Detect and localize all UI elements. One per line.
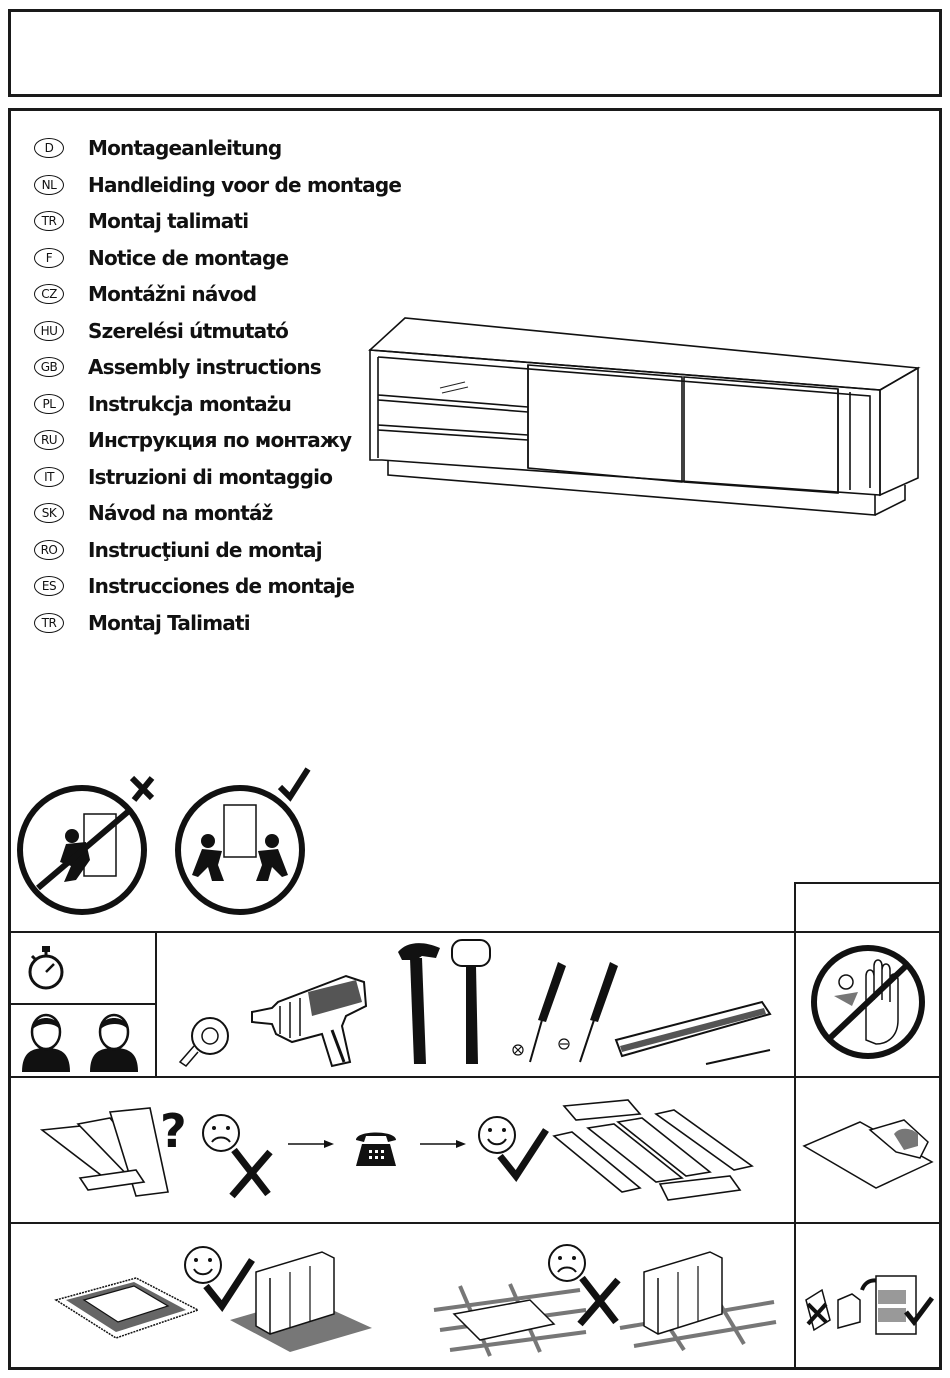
- language-label: Инструкция по монтажу: [88, 428, 352, 453]
- language-code-badge: IT: [34, 466, 64, 487]
- arrow-right-icon: [288, 1140, 334, 1148]
- language-code-badge: RU: [34, 430, 64, 451]
- language-code-badge: GB: [34, 357, 64, 378]
- divider-side-column: [794, 882, 796, 1370]
- language-code-badge: PL: [34, 393, 64, 414]
- language-label: Instrukcja montażu: [88, 391, 292, 416]
- divider-time-persons: [9, 1003, 155, 1005]
- language-code-badge: D: [34, 138, 64, 159]
- language-code-badge: SK: [34, 503, 64, 524]
- divider-parts-bottom: [9, 1222, 941, 1224]
- cross-mark-icon: [577, 1275, 621, 1327]
- language-item: PL Instrukcja montażu: [34, 386, 454, 423]
- claw-hammer-icon: [398, 943, 440, 1064]
- language-code-badge: CZ: [34, 284, 64, 305]
- language-item: F Notice de montage: [34, 240, 454, 277]
- language-item: CZ Montážni návod: [34, 276, 454, 313]
- question-mark-icon: ?: [160, 1104, 187, 1158]
- keep-instructions-icon: [805, 1275, 934, 1335]
- language-item: HU Szerelési útmutató: [34, 313, 454, 350]
- sad-face-icon: [548, 1244, 586, 1282]
- language-item: RO Instrucţiuni de montaj: [34, 532, 454, 569]
- language-item: D Montageanleitung: [34, 130, 454, 167]
- sorted-panels-illustration: [552, 1099, 754, 1201]
- language-label: Montaj Talimati: [88, 610, 251, 635]
- language-item: RU Инструкция по монтажу: [34, 422, 454, 459]
- telephone-icon: [356, 1132, 396, 1166]
- language-label: Handleiding voor de montage: [88, 172, 402, 197]
- lift-alone-wrong-icon: [17, 775, 155, 915]
- tape-measure-icon: [178, 1017, 229, 1067]
- check-mark-icon: [497, 1128, 549, 1182]
- language-item: TR Montaj Talimati: [34, 605, 454, 642]
- rug-panel-illustration: [54, 1277, 200, 1339]
- language-label: Instrucţiuni de montaj: [88, 537, 323, 562]
- language-item: SK Návod na montáž: [34, 495, 454, 532]
- rubber-mallet-icon: [451, 939, 491, 1064]
- flat-screwdriver-icon: [558, 962, 618, 1063]
- language-label: Szerelési útmutató: [88, 318, 289, 343]
- phillips-screwdriver-icon: [512, 962, 566, 1063]
- power-drill-icon: [251, 974, 368, 1068]
- two-persons-icon: [22, 1013, 138, 1072]
- happy-face-icon: [478, 1116, 516, 1154]
- language-item: ES Instrucciones de montaje: [34, 568, 454, 605]
- cabinet-on-tiles-illustration: [619, 1251, 777, 1352]
- language-item: TR Montaj talimati: [34, 203, 454, 240]
- lift-two-people-right-icon: [175, 767, 311, 915]
- language-label: Istruzioni di montaggio: [88, 464, 333, 489]
- language-label: Assembly instructions: [88, 355, 322, 380]
- language-code-badge: F: [34, 247, 64, 268]
- header-box: [8, 9, 942, 97]
- happy-face-icon: [184, 1246, 222, 1284]
- language-label: Montaj talimati: [88, 209, 249, 234]
- language-item: NL Handleiding voor de montage: [34, 167, 454, 204]
- language-list: D Montageanleitung NL Handleiding voor d…: [34, 130, 454, 641]
- cabinet-on-rug-illustration: [230, 1251, 372, 1352]
- main-frame: [8, 108, 942, 1370]
- language-label: Návod na montáž: [88, 501, 273, 526]
- cleaning-panel-icon: [802, 1119, 934, 1189]
- tile-floor-panel-illustration: [433, 1283, 587, 1357]
- language-item: IT Istruzioni di montaggio: [34, 459, 454, 496]
- scattered-panels-illustration: [39, 1107, 169, 1197]
- divider-tools-top: [9, 931, 941, 933]
- language-code-badge: HU: [34, 320, 64, 341]
- language-code-badge: NL: [34, 174, 64, 195]
- cross-mark-icon: [229, 1147, 273, 1199]
- divider-tools-bottom: [9, 1076, 941, 1078]
- keep-away-from-children-icon: [811, 945, 925, 1059]
- language-code-badge: TR: [34, 612, 64, 633]
- side-panel-top: [794, 882, 941, 884]
- tv-unit-illustration: [368, 317, 921, 516]
- check-mark-icon: [203, 1258, 255, 1312]
- spirit-level-icon: [614, 1000, 772, 1065]
- language-label: Instrucciones de montaje: [88, 574, 355, 599]
- language-item: GB Assembly instructions: [34, 349, 454, 386]
- arrow-right-icon: [420, 1140, 466, 1148]
- language-label: Montážni návod: [88, 282, 257, 307]
- divider-time-column: [155, 931, 157, 1077]
- language-label: Montageanleitung: [88, 136, 282, 161]
- sad-face-icon: [202, 1114, 240, 1152]
- language-label: Notice de montage: [88, 245, 289, 270]
- stopwatch-icon: [28, 946, 64, 990]
- language-code-badge: ES: [34, 576, 64, 597]
- language-code-badge: TR: [34, 211, 64, 232]
- language-code-badge: RO: [34, 539, 64, 560]
